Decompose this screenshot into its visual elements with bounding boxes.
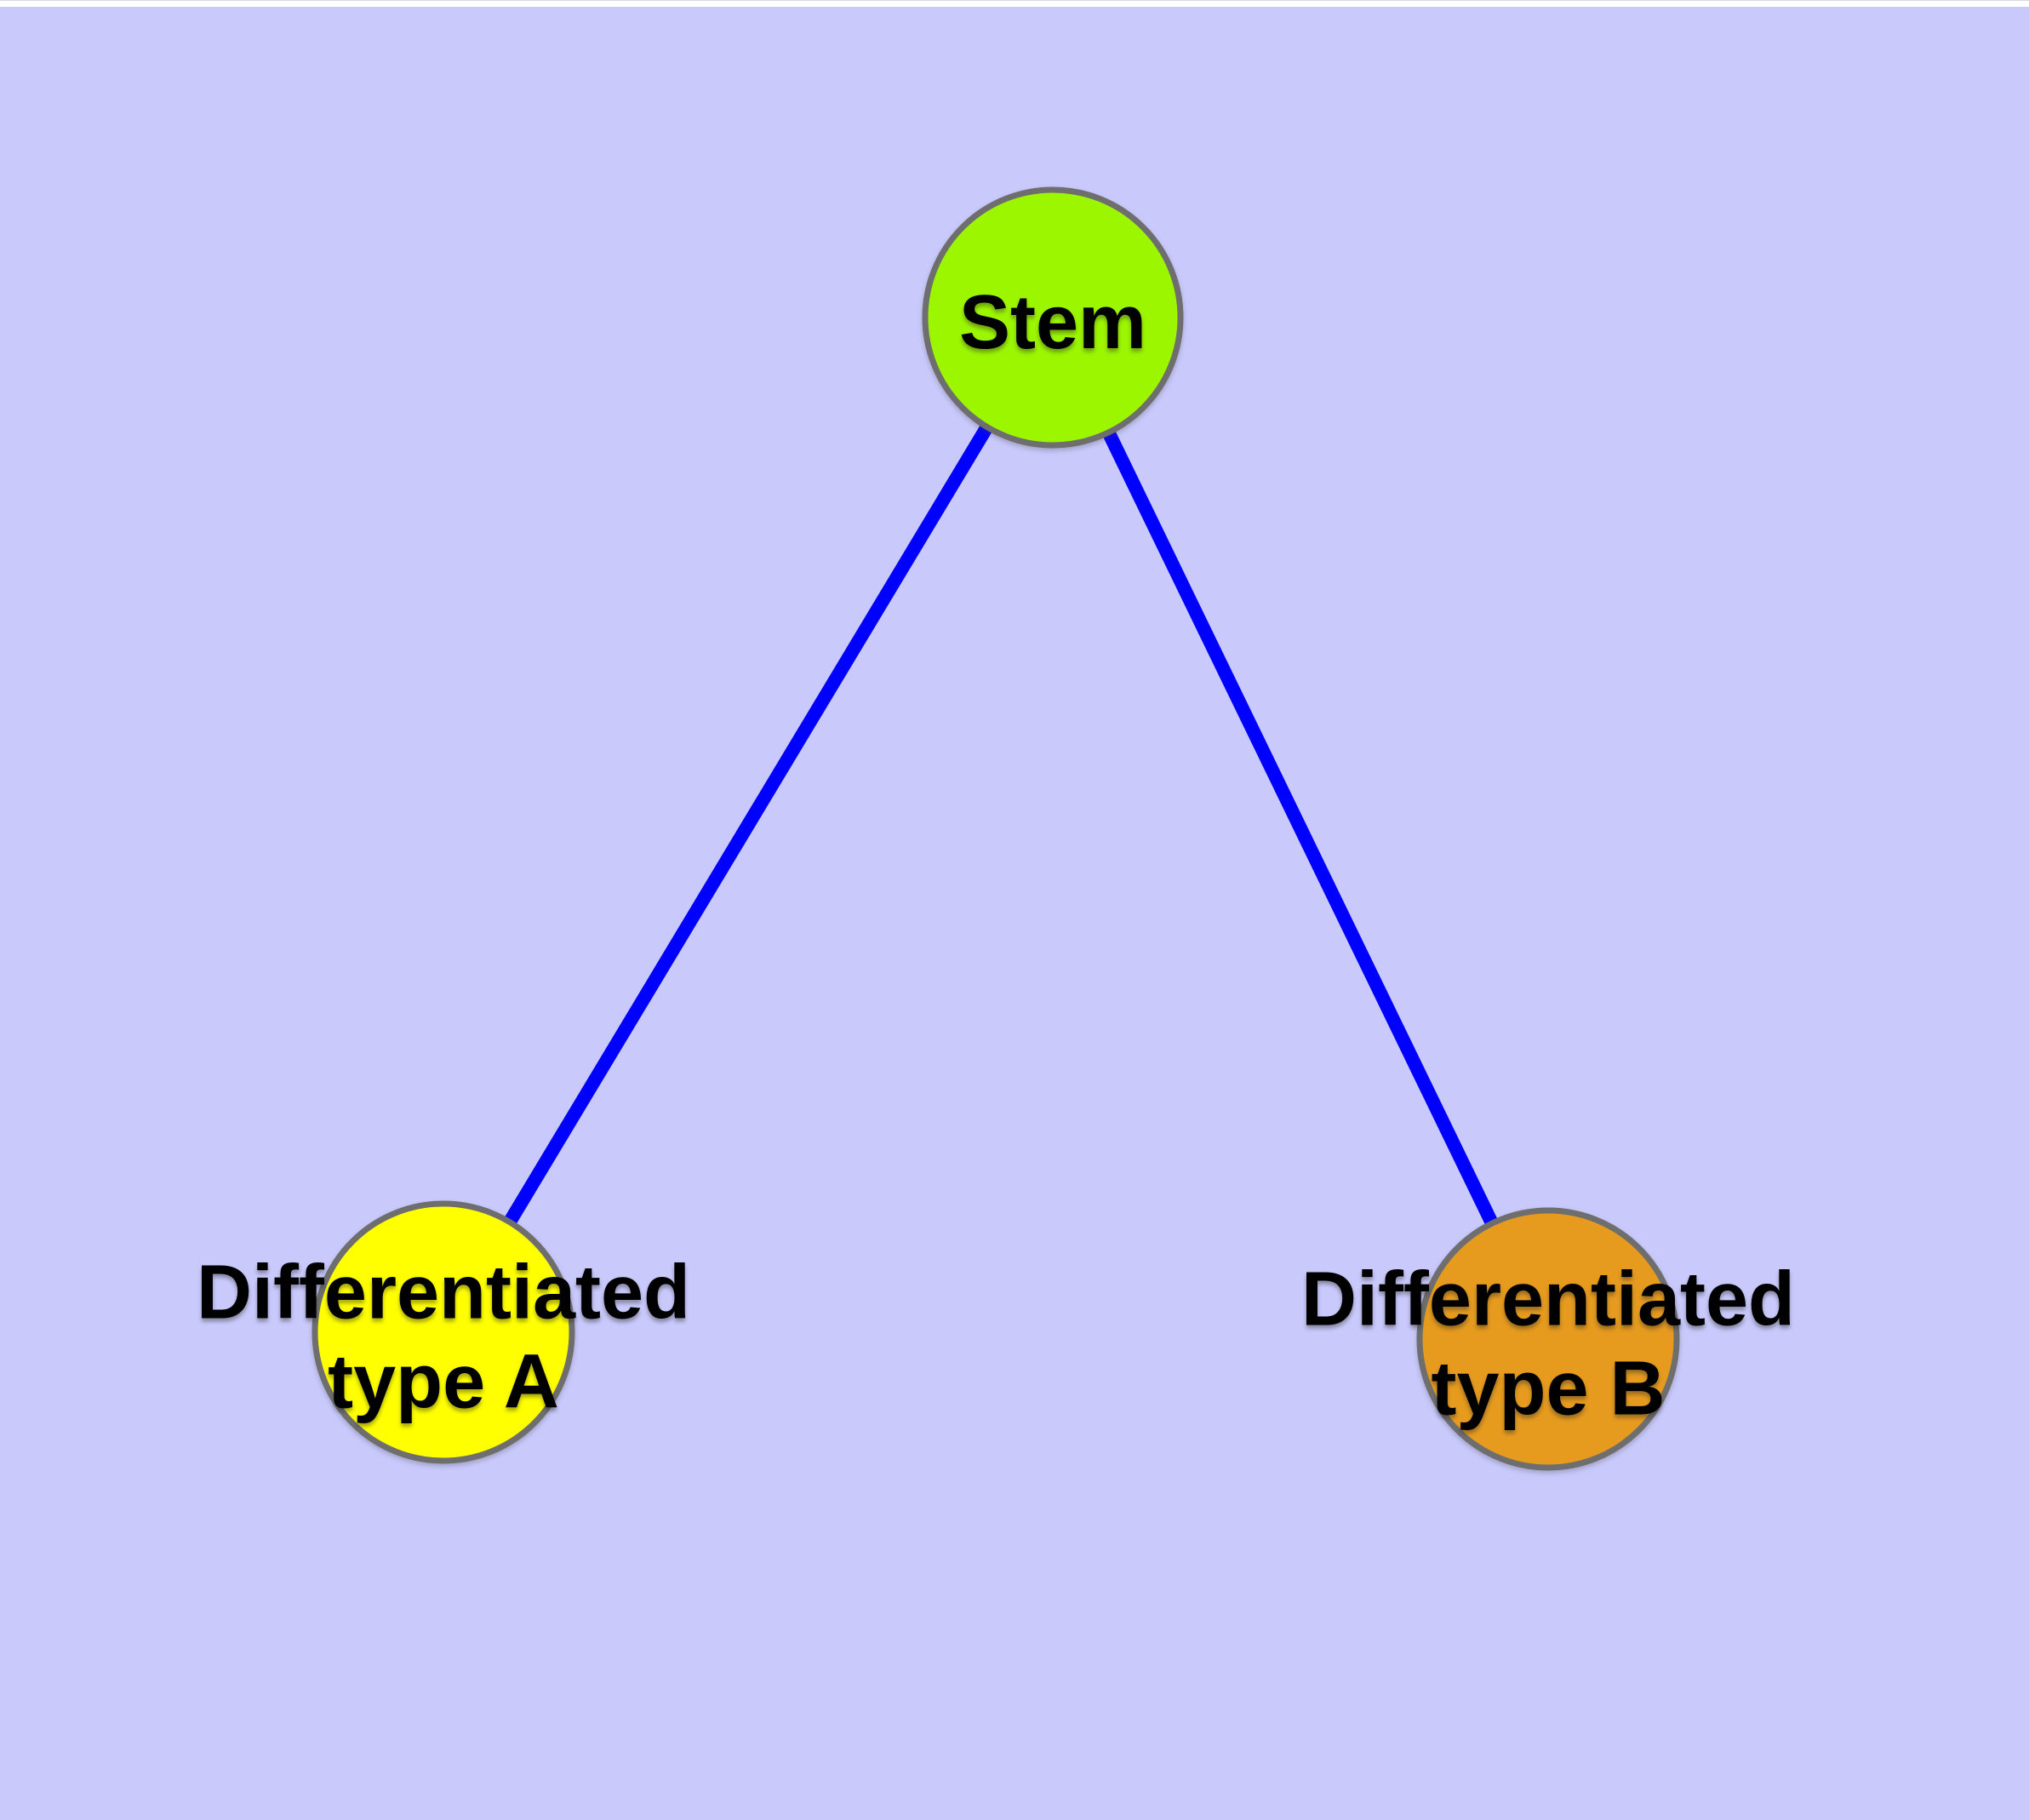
label-stem-line-1: Stem [959,280,1146,365]
label-differentiated-type-a-line-2: type A [328,1340,559,1425]
label-stem: Stem [959,280,1146,365]
label-differentiated-type-a-line-1: Differentiated [197,1251,690,1336]
label-differentiated-type-b-line-2: type B [1431,1347,1665,1432]
node-stem [922,186,1184,449]
node-differentiated-type-a [311,1200,575,1464]
top-margin-strip [0,0,2029,7]
edge-stem-to-differentiated-type-a [437,313,1059,1336]
label-differentiated-type-b-line-1: Differentiated [1301,1257,1795,1342]
node-differentiated-type-b [1416,1207,1680,1471]
edge-stem-to-differentiated-type-b [1046,314,1555,1342]
